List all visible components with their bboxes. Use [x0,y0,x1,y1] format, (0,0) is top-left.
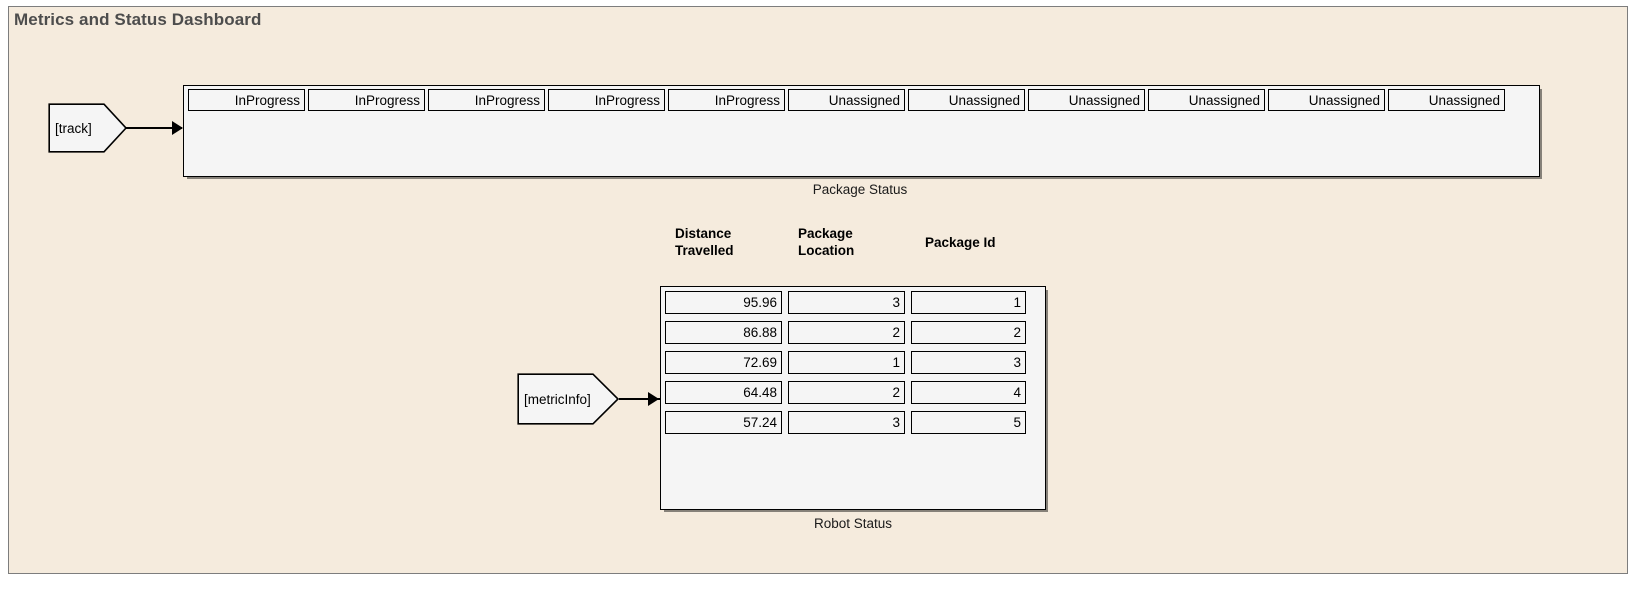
cell-distance-travelled[interactable]: 64.48 [665,381,782,404]
package-status-cell[interactable]: InProgress [428,89,545,111]
track-wire [126,127,182,129]
signal-tag-track-label: [track] [55,120,92,136]
cell-package-id[interactable]: 3 [911,351,1026,374]
track-arrowhead [172,121,183,135]
robot-status-headers: Distance Travelled Package Location Pack… [660,225,1046,283]
page-title: Metrics and Status Dashboard [14,10,262,29]
package-status-cell[interactable]: Unassigned [788,89,905,111]
signal-tag-metricinfo-label: [metricInfo] [524,391,591,407]
package-status-cell[interactable]: InProgress [668,89,785,111]
package-status-cell[interactable]: InProgress [308,89,425,111]
cell-distance-travelled[interactable]: 95.96 [665,291,782,314]
column-header-distance-travelled: Distance Travelled [675,226,734,258]
column-header-package-id: Package Id [925,235,996,250]
cell-package-location[interactable]: 2 [788,321,905,344]
cell-package-id[interactable]: 5 [911,411,1026,434]
cell-package-location[interactable]: 3 [788,411,905,434]
package-status-cell[interactable]: InProgress [188,89,305,111]
column-header-package-location: Package Location [798,226,855,258]
cell-distance-travelled[interactable]: 72.69 [665,351,782,374]
cell-package-location[interactable]: 3 [788,291,905,314]
package-status-cell[interactable]: InProgress [548,89,665,111]
package-status-cell[interactable]: Unassigned [1268,89,1385,111]
cell-package-location[interactable]: 2 [788,381,905,404]
cell-package-id[interactable]: 2 [911,321,1026,344]
package-status-cell[interactable]: Unassigned [1388,89,1505,111]
signal-tag-track[interactable]: [track] [48,103,128,153]
package-status-cell[interactable]: Unassigned [908,89,1025,111]
robot-status-caption: Robot Status [813,516,893,531]
package-status-cell[interactable]: Unassigned [1148,89,1265,111]
cell-package-id[interactable]: 4 [911,381,1026,404]
package-status-caption: Package Status [812,182,908,197]
cell-distance-travelled[interactable]: 57.24 [665,411,782,434]
cell-distance-travelled[interactable]: 86.88 [665,321,782,344]
signal-tag-metricinfo[interactable]: [metricInfo] [517,373,621,425]
package-status-cell[interactable]: Unassigned [1028,89,1145,111]
cell-package-id[interactable]: 1 [911,291,1026,314]
metricinfo-wire [619,398,661,400]
metricinfo-arrowhead [648,392,659,406]
cell-package-location[interactable]: 1 [788,351,905,374]
